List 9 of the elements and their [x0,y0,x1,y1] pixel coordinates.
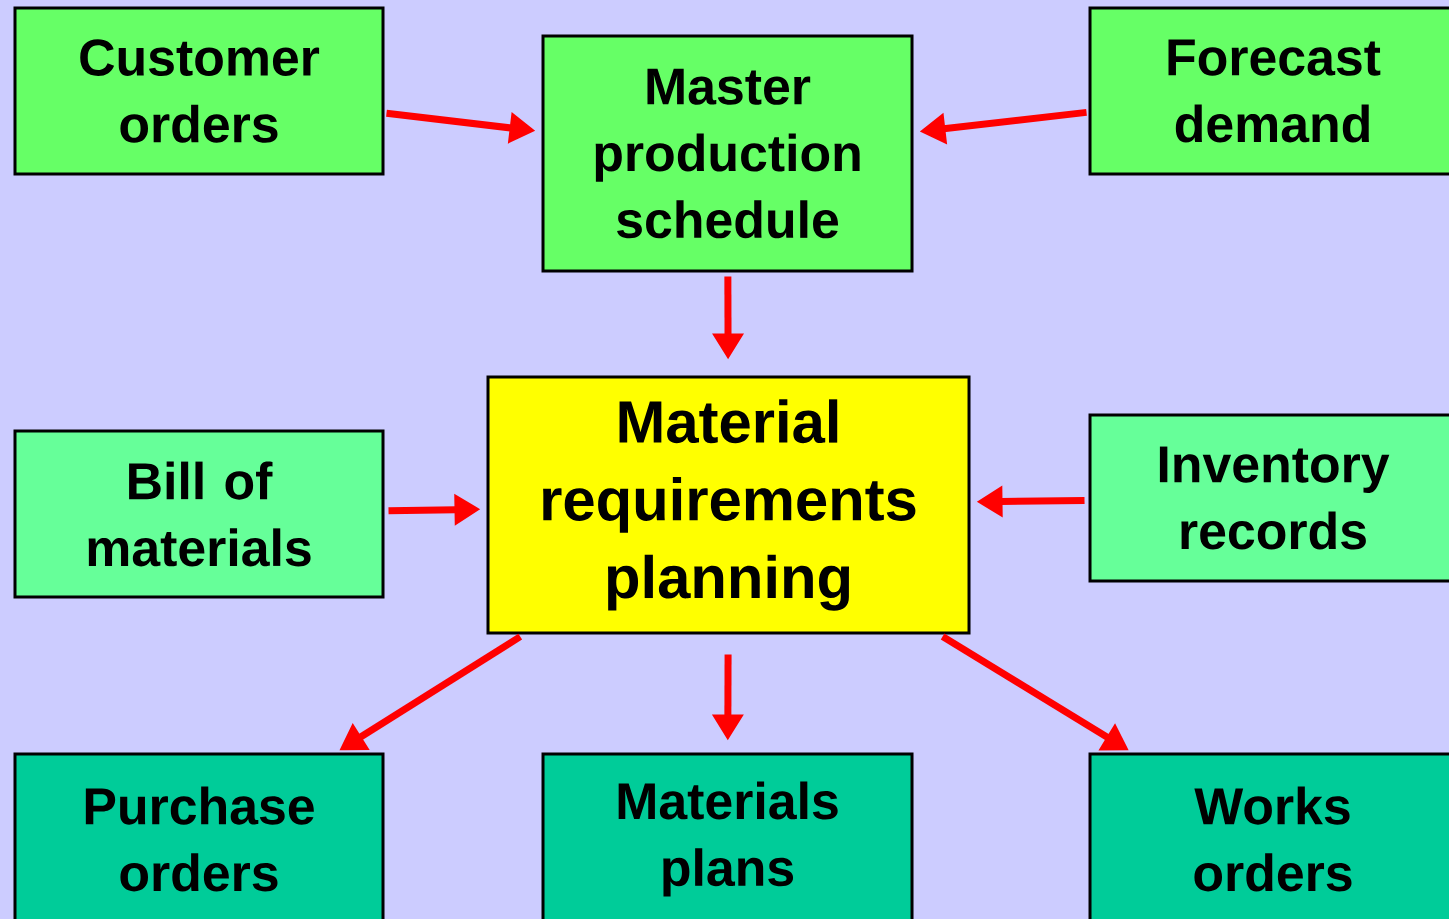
planning-box: Material requirements planning [486,375,971,635]
process-box: Customer orders [13,6,385,176]
process-box: Forecast demand [1088,6,1449,176]
process-box: Bill of materials [13,429,385,599]
process-box: Purchase orders [13,752,385,919]
process-box: Works orders [1088,752,1449,919]
process-box: Master production schedule [541,34,914,273]
process-box: Inventory records [1088,413,1449,583]
process-box: Materials plans [541,752,914,919]
